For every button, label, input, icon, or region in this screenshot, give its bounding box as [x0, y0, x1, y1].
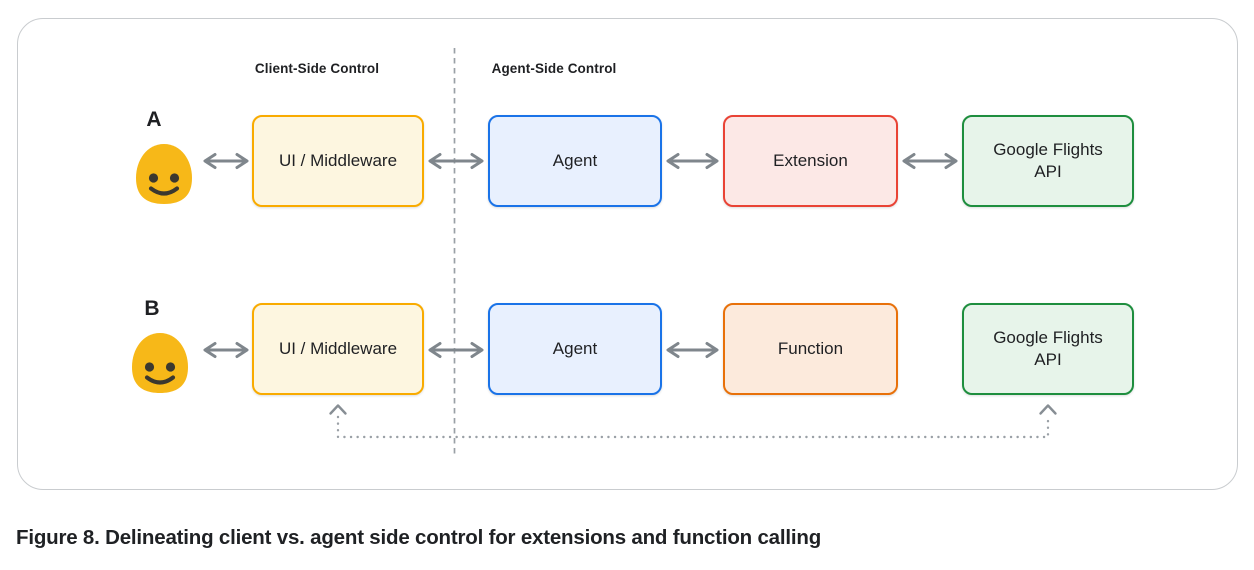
- node-label: UI / Middleware: [278, 150, 398, 170]
- node-agent-row-a: Agent: [488, 115, 662, 207]
- node-ui-middleware-row-a: UI / Middleware: [252, 115, 424, 207]
- row-b-label: B: [144, 297, 160, 320]
- node-function-row-b: Function: [723, 303, 898, 395]
- node-label: UI / Middleware: [278, 338, 398, 358]
- smiley-blob-user-icon: [132, 333, 188, 393]
- node-label: Google Flights API: [993, 139, 1103, 181]
- node-label: Agent: [552, 150, 598, 170]
- node-ui-middleware-row-b: UI / Middleware: [252, 303, 424, 395]
- node-google-flights-api-row-a: Google Flights API: [962, 115, 1134, 207]
- agent-side-control-label: Agent-Side Control: [491, 61, 617, 76]
- node-google-flights-api-row-b: Google Flights API: [962, 303, 1134, 395]
- smiley-blob-user-icon: [136, 144, 192, 204]
- node-extension-row-a: Extension: [723, 115, 898, 207]
- node-label: Function: [777, 338, 844, 358]
- row-a-label: A: [146, 108, 162, 131]
- node-label: Google Flights API: [993, 327, 1103, 369]
- node-label: Extension: [773, 150, 848, 170]
- figure-caption: Figure 8. Delineating client vs. agent s…: [16, 526, 822, 549]
- client-side-control-label: Client-Side Control: [254, 61, 380, 76]
- node-label: Agent: [552, 338, 598, 358]
- diagram-frame: [17, 18, 1238, 490]
- node-agent-row-b: Agent: [488, 303, 662, 395]
